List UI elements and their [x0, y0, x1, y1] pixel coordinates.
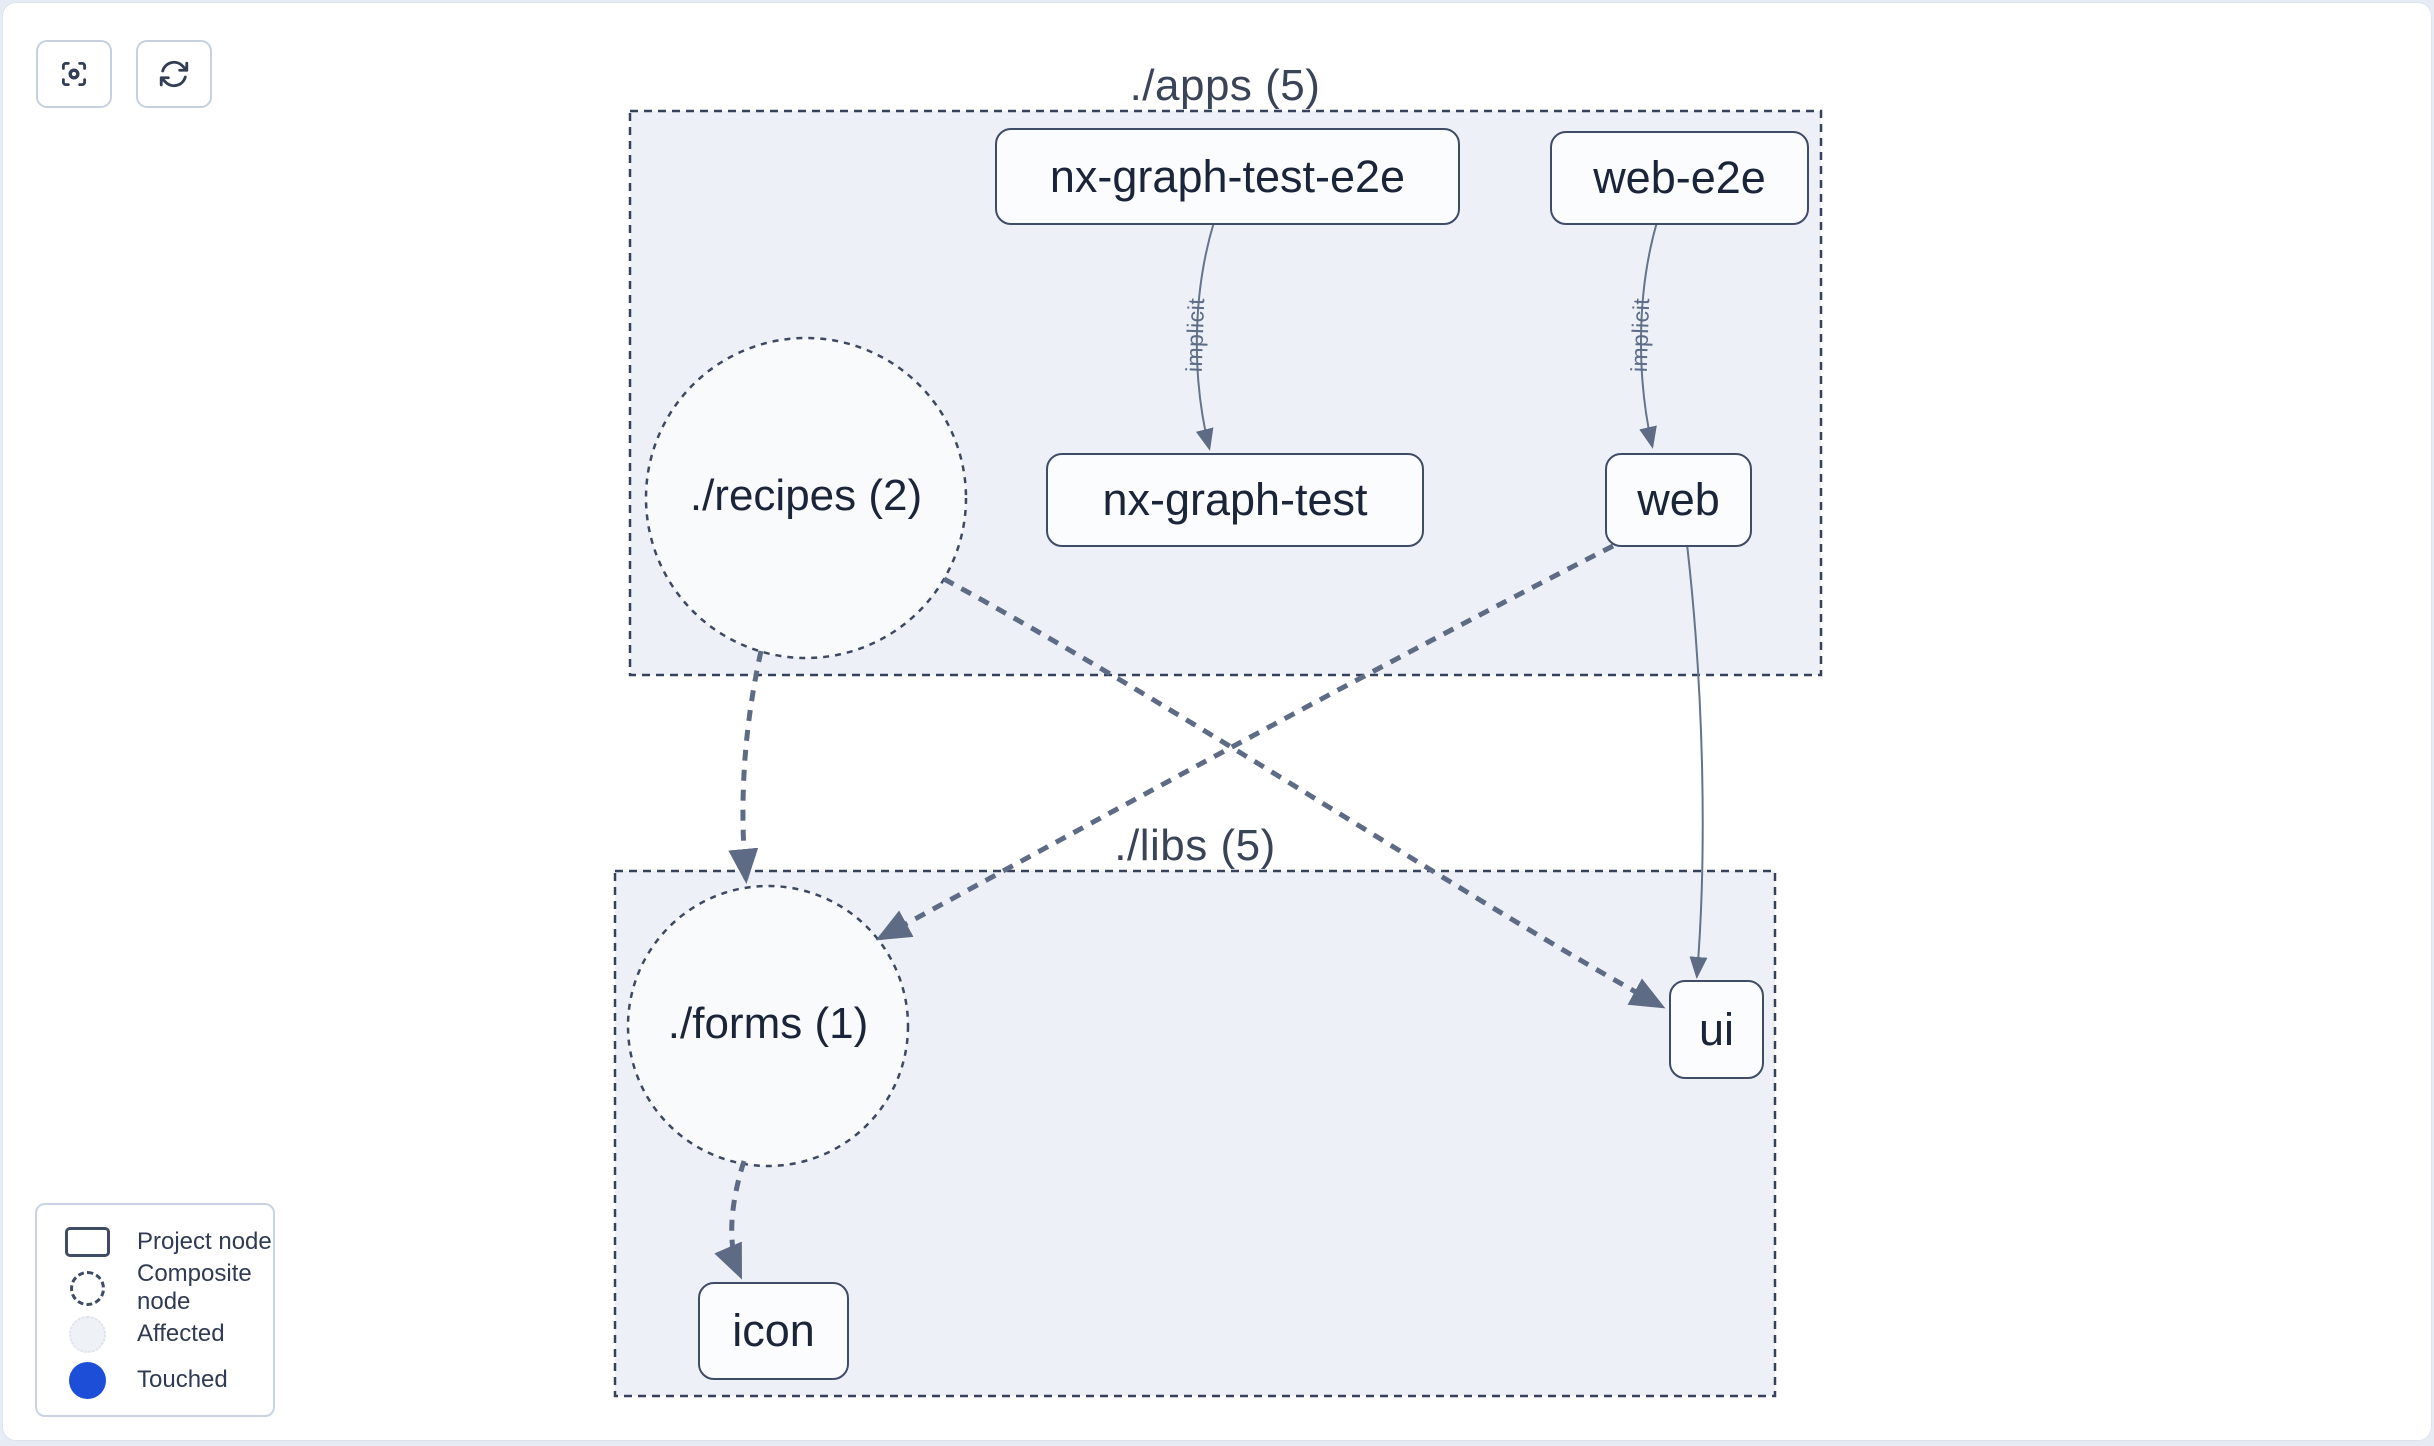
legend-label: Affected — [137, 1320, 225, 1347]
legend-label: Touched — [137, 1366, 228, 1393]
node-web[interactable]: web — [1605, 453, 1752, 547]
legend: Project node Composite node Affected Tou… — [35, 1203, 275, 1417]
node-ui[interactable]: ui — [1669, 980, 1764, 1079]
composite-node-forms[interactable] — [626, 884, 910, 1168]
node-nx-graph-test[interactable]: nx-graph-test — [1046, 453, 1424, 547]
composite-label-recipes[interactable]: ./recipes (2) — [689, 471, 923, 520]
project-node-swatch — [64, 1227, 110, 1257]
legend-item-affected: Affected — [37, 1311, 273, 1357]
edge-recipes-to-forms[interactable] — [728, 650, 764, 884]
edge-web-e2e-to-web[interactable] — [1639, 221, 1658, 449]
refresh-button[interactable] — [136, 40, 212, 108]
node-web-e2e[interactable]: web-e2e — [1550, 131, 1809, 225]
edge-label-implicit-2: implicit — [1625, 297, 1655, 373]
focus-center-icon — [61, 61, 87, 87]
composite-node-swatch — [69, 1270, 105, 1306]
affected-swatch — [68, 1315, 106, 1353]
legend-label: Composite node — [137, 1260, 252, 1315]
group-label-libs: ./libs (5) — [1114, 821, 1276, 870]
toolbar — [36, 40, 212, 108]
refresh-icon — [159, 60, 189, 88]
node-nx-graph-test-e2e[interactable]: nx-graph-test-e2e — [995, 128, 1460, 225]
group-label-apps: ./apps (5) — [1129, 61, 1321, 110]
edge-recipes-to-ui[interactable] — [942, 576, 1666, 1009]
edge-web-to-forms[interactable] — [875, 543, 1615, 941]
edge-nx-graph-test-e2e-to-nx-graph-test[interactable] — [1195, 221, 1215, 451]
legend-item-touched: Touched — [37, 1357, 273, 1403]
edge-web-to-ui[interactable] — [1686, 543, 1708, 979]
edge-label-implicit-1: implicit — [1180, 297, 1210, 373]
legend-item-project-node: Project node — [37, 1219, 273, 1265]
composite-node-recipes[interactable] — [644, 336, 968, 660]
node-icon[interactable]: icon — [698, 1282, 849, 1380]
focus-center-button[interactable] — [36, 40, 112, 108]
composite-label-forms[interactable]: ./forms (1) — [667, 999, 869, 1048]
legend-label: Project node — [137, 1228, 272, 1255]
touched-swatch — [68, 1361, 106, 1399]
edge-forms-to-icon[interactable] — [714, 1160, 747, 1280]
legend-item-composite-node: Composite node — [37, 1260, 273, 1315]
